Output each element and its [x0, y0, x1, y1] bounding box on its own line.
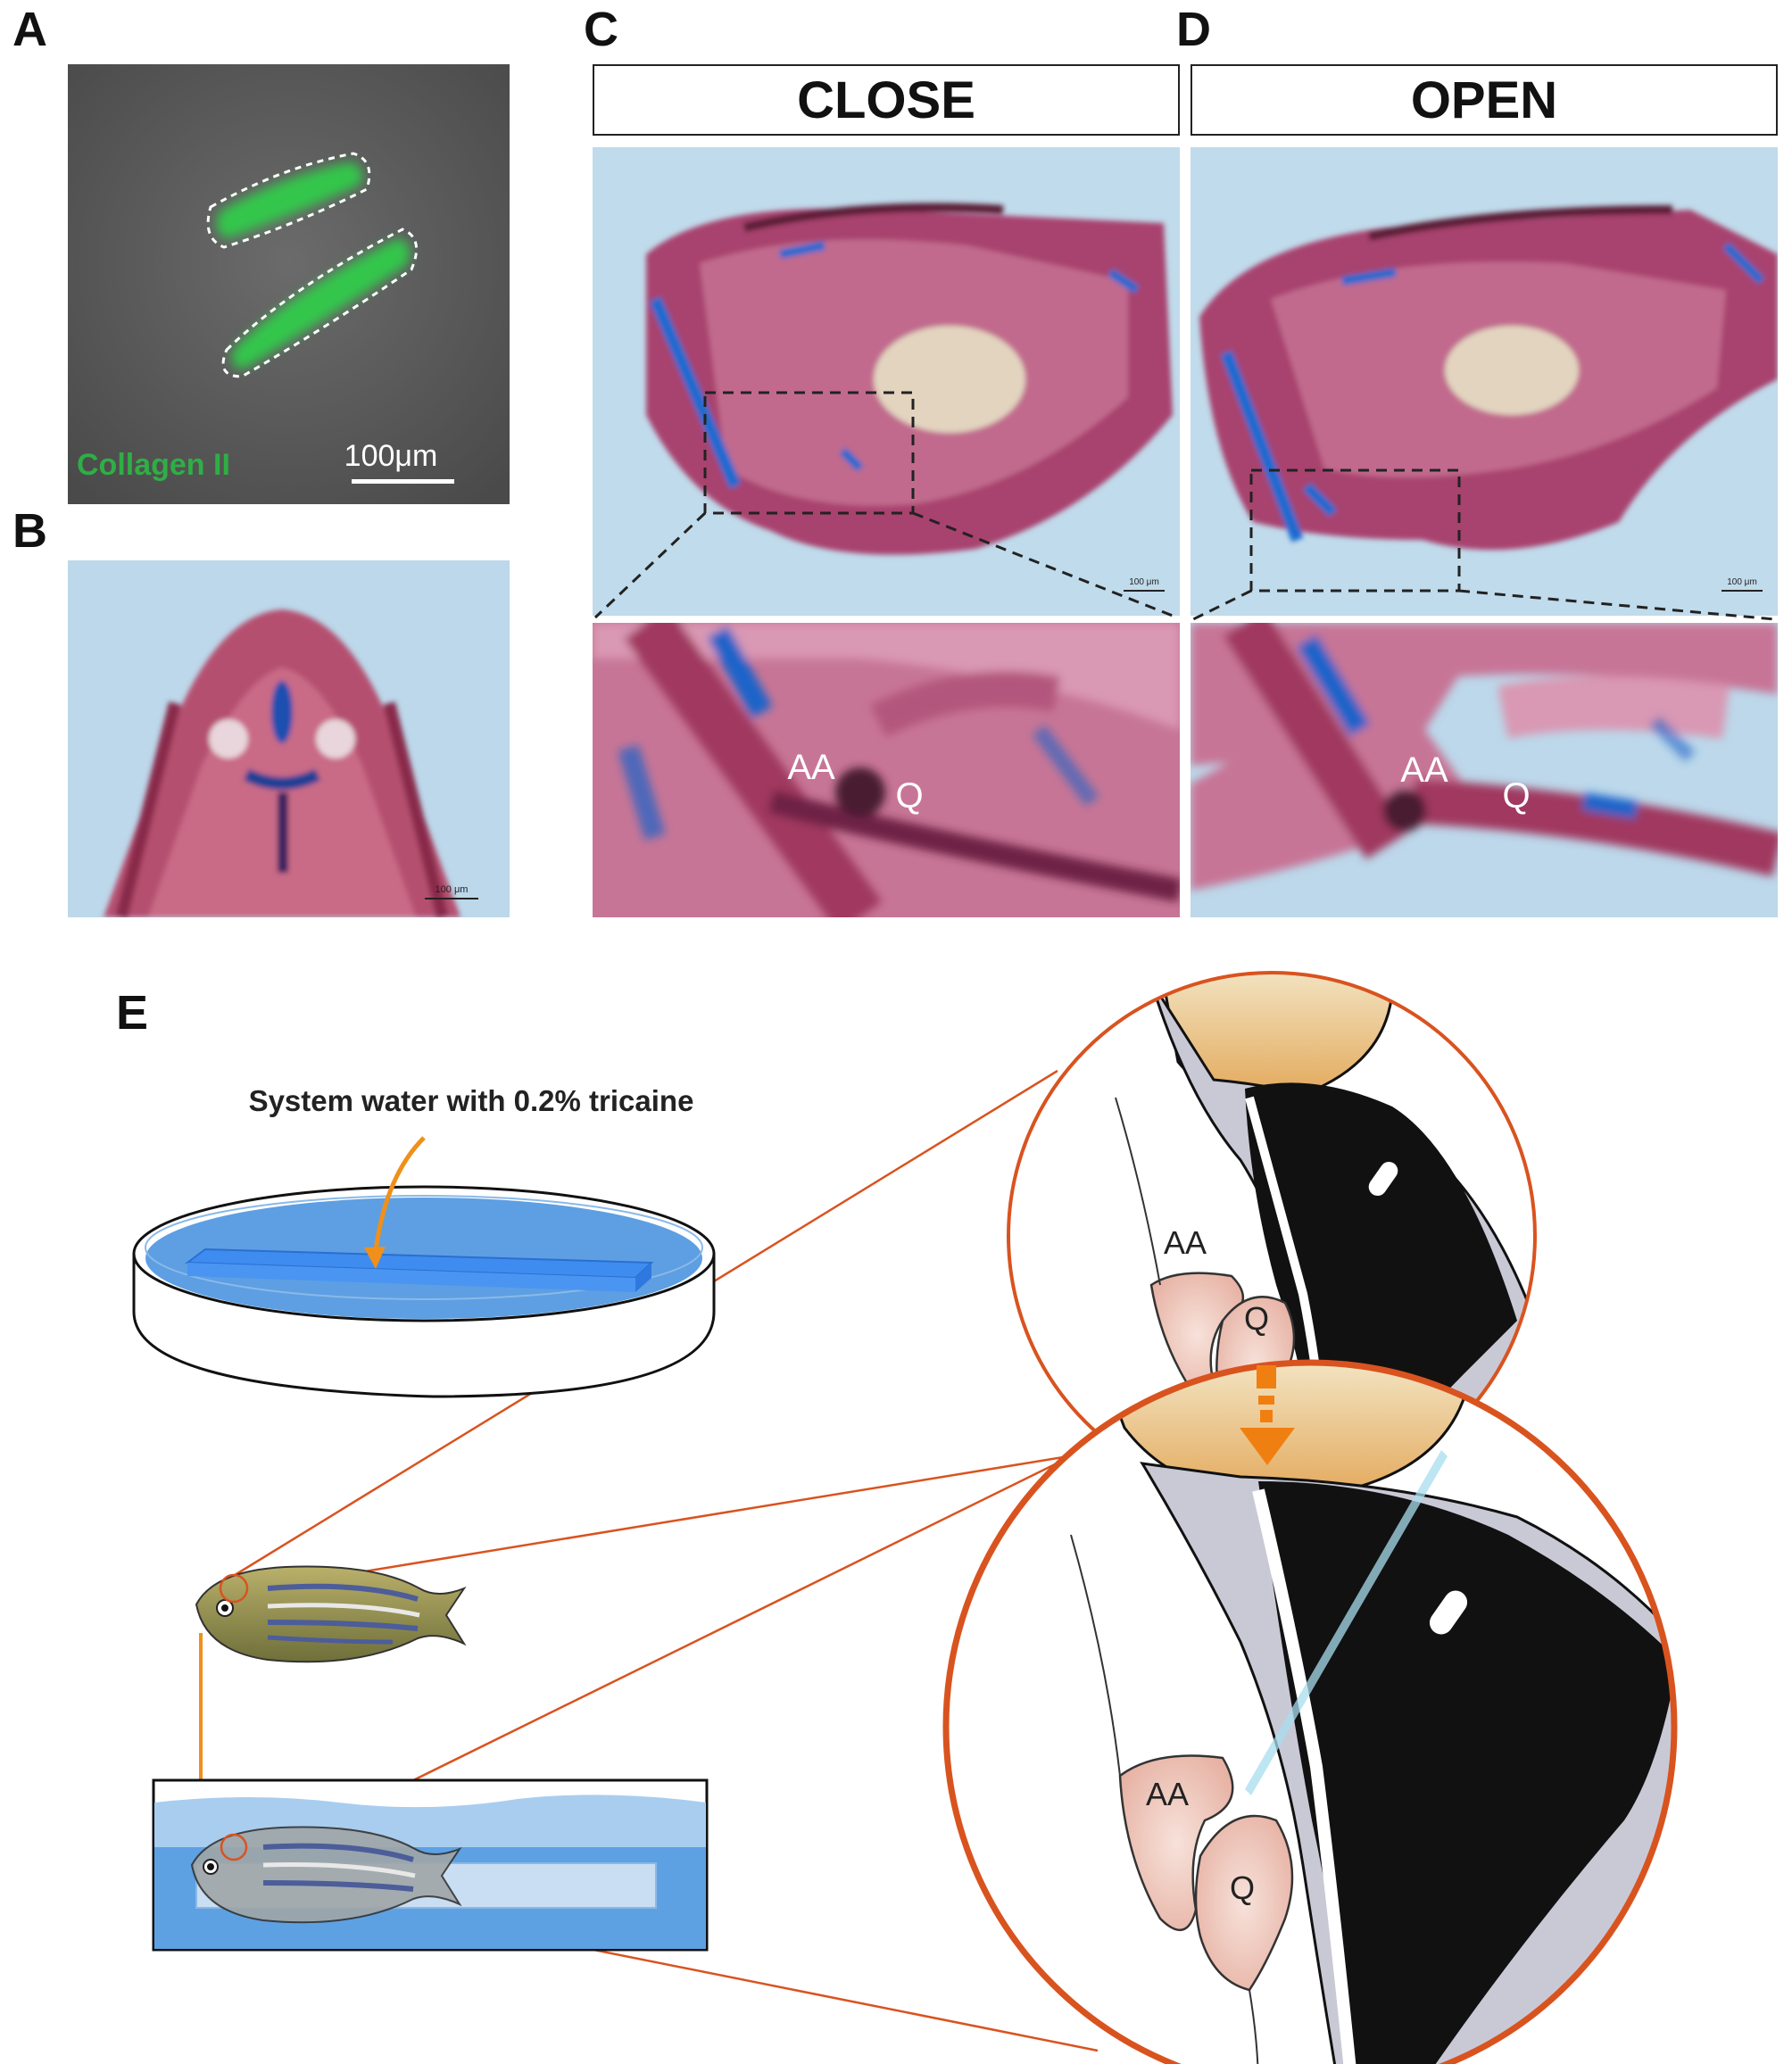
- panel-c-scalebar-label: 100 μm: [1129, 577, 1159, 587]
- panel-e-schematic: System water with 0.2% tricaine: [132, 971, 1678, 2064]
- panel-c-scalebar: [1124, 590, 1165, 592]
- zebrafish-icon: [195, 1565, 467, 1663]
- mounting-tank: [152, 1778, 709, 1952]
- panel-b-scalebar: [425, 898, 478, 899]
- panel-c-aa-label: AA: [787, 748, 835, 787]
- panel-c-zoom-image: AA Q: [593, 623, 1180, 917]
- panel-d-zoom-image: AA Q: [1191, 623, 1778, 917]
- open-jaw-arrow: [1240, 1365, 1295, 1465]
- panel-a-fluorescence-image: Collagen II 100μm: [68, 64, 510, 504]
- panel-d-zoom-box: [1249, 468, 1461, 593]
- panel-a-marker-label: Collagen II: [77, 448, 230, 482]
- panel-d-label: D: [1176, 3, 1211, 56]
- panel-a-scalebar: [352, 479, 454, 484]
- panel-d-aa-label: AA: [1400, 750, 1448, 790]
- open-aa-label: AA: [1146, 1776, 1189, 1812]
- tricaine-annotation: System water with 0.2% tricaine: [249, 1084, 694, 1117]
- petri-dish: [132, 1185, 716, 1398]
- panel-c-q-label: Q: [895, 776, 923, 816]
- panel-d-zoom-connectors: [1192, 589, 1776, 621]
- closed-aa-label: AA: [1164, 1224, 1207, 1261]
- closed-q-label: Q: [1244, 1300, 1269, 1337]
- panel-d-header: OPEN: [1191, 64, 1778, 136]
- tricaine-arrow: [372, 1136, 426, 1259]
- panel-c-zoom-connectors: [593, 511, 1178, 619]
- panel-c-overview-image: 100 μm: [593, 147, 1180, 616]
- open-q-label: Q: [1230, 1869, 1255, 1906]
- panel-b-scalebar-label: 100 μm: [436, 884, 469, 895]
- panel-d-scalebar-label: 100 μm: [1727, 577, 1757, 587]
- panel-a-label: A: [12, 3, 47, 56]
- probe-needle: [1245, 1450, 1448, 1795]
- panel-e-label: E: [116, 986, 149, 1040]
- open-jaw-magnification: AA Q: [942, 1359, 1678, 2064]
- panel-b-stained-image: 100 μm: [68, 560, 510, 917]
- panel-d-overview-image: 100 μm: [1191, 147, 1778, 616]
- panel-c-header: CLOSE: [593, 64, 1180, 136]
- panel-d-q-label: Q: [1502, 776, 1530, 816]
- panel-a-scalebar-label: 100μm: [344, 439, 438, 473]
- panel-c-zoom-box: [703, 391, 915, 515]
- panel-c-label: C: [584, 3, 618, 56]
- panel-d-scalebar: [1721, 590, 1763, 592]
- panel-b-label: B: [12, 504, 47, 558]
